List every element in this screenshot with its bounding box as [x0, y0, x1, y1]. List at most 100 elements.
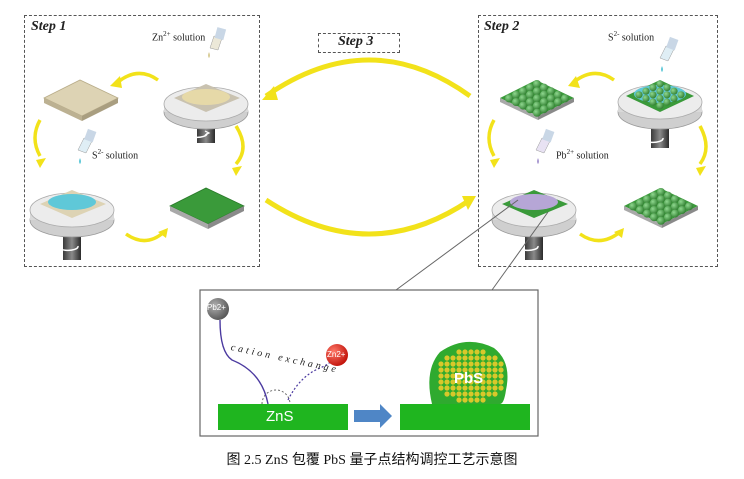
zns-label: ZnS: [266, 408, 294, 425]
qd-ball: [642, 87, 650, 95]
qd-ball: [635, 91, 643, 99]
qd-ball: [657, 209, 665, 218]
qd-ball: [547, 87, 555, 96]
qd-ball: [636, 206, 644, 214]
qd-ball: [657, 216, 665, 225]
pbs-atom: [462, 361, 468, 367]
pbs-atom: [480, 367, 486, 373]
pbs-atom: [444, 355, 450, 361]
qd-ball: [671, 209, 679, 218]
pbs-atom: [480, 373, 486, 379]
pbs-atom: [498, 373, 504, 379]
pbs-atom: [450, 367, 456, 373]
qd-ball: [554, 90, 562, 99]
pbs-atom: [492, 391, 498, 397]
pbs-atom: [480, 391, 486, 397]
step2-cycle-arrows: [487, 71, 708, 243]
qd-ball: [656, 102, 664, 110]
qd-ball: [650, 198, 658, 207]
pbs-atom: [438, 373, 444, 379]
qd-ball: [664, 198, 672, 207]
pbs-atom: [444, 373, 450, 379]
figure-caption: 图 2.5 ZnS 包覆 PbS 量子点结构调控工艺示意图: [226, 453, 518, 468]
pbs-atom: [486, 361, 492, 367]
pbs-atom: [456, 349, 462, 355]
qd-ball: [561, 94, 569, 103]
qd-ball: [643, 209, 651, 218]
step2-label: Step 2: [484, 19, 520, 34]
step1-box: [24, 15, 260, 267]
pbs-atom: [462, 367, 468, 373]
pbs-atom: [462, 373, 468, 379]
qd-ball: [656, 87, 664, 95]
zn-solution-label: Zn2+ solution: [152, 30, 205, 43]
qd-ball: [519, 94, 527, 103]
zns-slab: [218, 404, 348, 430]
qd-ball: [547, 94, 555, 103]
pbs-label: PbS: [454, 370, 484, 387]
pbs-atom: [486, 373, 492, 379]
zn-base: Zn: [152, 32, 164, 44]
qd-ball: [671, 195, 679, 204]
pbs-atom: [438, 379, 444, 385]
pbs-atom: [492, 367, 498, 373]
qd-ball: [526, 105, 534, 114]
pbs-atom: [450, 391, 456, 397]
pbs-atom: [456, 391, 462, 397]
qd-ball: [512, 90, 520, 99]
pb-ion: [207, 298, 229, 320]
pbs-atom: [468, 391, 474, 397]
pbs-atom: [474, 391, 480, 397]
pbs-atom: [468, 385, 474, 391]
s2-base: S: [608, 32, 614, 44]
zn-ion: [326, 344, 348, 366]
pbs-atom: [438, 385, 444, 391]
pbs-atom: [492, 373, 498, 379]
pbs-atom: [456, 397, 462, 403]
pbs-atom: [474, 397, 480, 403]
qd-ball: [533, 94, 541, 103]
pbs-atom: [468, 355, 474, 361]
pbs-atom: [474, 385, 480, 391]
pbs-atom: [468, 367, 474, 373]
qd-ball: [657, 188, 665, 196]
qd-ball: [649, 91, 657, 99]
qd-ball: [505, 94, 513, 103]
pb-ion-label: Pb2+: [207, 303, 226, 312]
pbs-atom: [486, 355, 492, 361]
pbs-atom: [498, 379, 504, 385]
qd-ball: [671, 202, 679, 211]
qd-balls-coater: [635, 80, 685, 110]
qd-ball: [663, 84, 671, 92]
qd-ball: [643, 202, 651, 211]
s-solution-label-step1: S2- solution: [92, 148, 138, 161]
qd-ball: [629, 202, 637, 211]
pbs-base-slab: [400, 404, 530, 430]
qd-ball: [540, 105, 548, 114]
qd-ball: [649, 98, 657, 106]
qd-ball: [540, 83, 548, 92]
qd-ball: [656, 80, 664, 88]
zn-sup: 2+: [163, 30, 171, 38]
pbs-atom: [456, 355, 462, 361]
pipette-pb: [535, 128, 555, 164]
pbs-atom: [498, 367, 504, 373]
pbs-atom: [498, 361, 504, 367]
s-solution-label-step2: S2- solution: [608, 30, 654, 43]
pbs-atom: [474, 349, 480, 355]
pipette-s-step2: [659, 36, 679, 72]
step3-top-arrow: [264, 57, 472, 99]
qd-ball: [650, 191, 658, 200]
pb-solution-label: Pb2+ solution: [556, 148, 609, 161]
s1-base: S: [92, 150, 98, 162]
pbs-atom: [498, 385, 504, 391]
qd-ball: [636, 198, 644, 207]
qd-ball: [526, 98, 534, 106]
spin-coater-zn: [163, 84, 249, 143]
pbs-atom: [462, 385, 468, 391]
pipette-zn: [208, 27, 227, 58]
pb-tail: solution: [574, 150, 609, 162]
pbs-atom: [468, 361, 474, 367]
pbs-atom: [486, 367, 492, 373]
